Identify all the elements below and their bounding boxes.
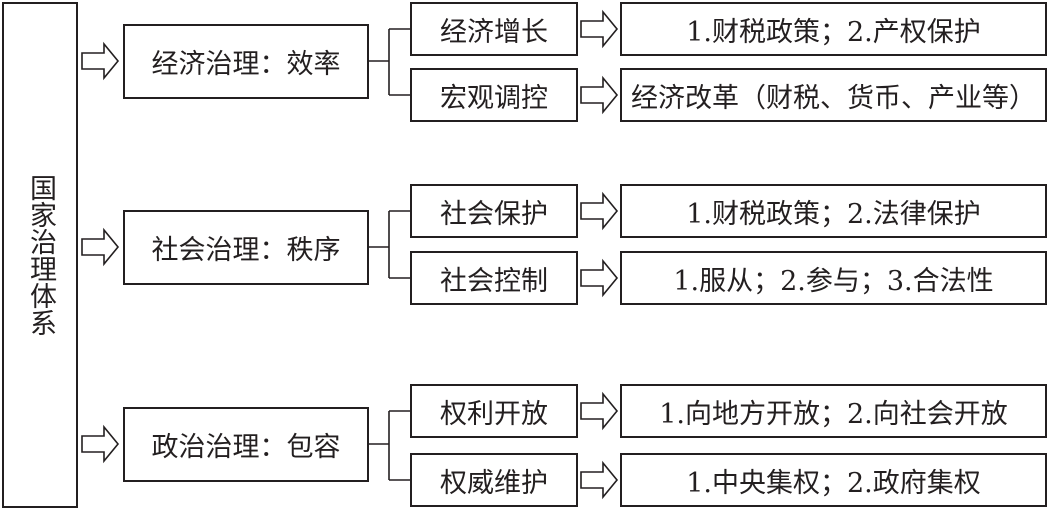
group-political-box: 政治治理：包容 [123,407,369,482]
detail-label: 1.向地方开放；2.向社会开放 [659,398,1008,430]
arrow-item-to-detail-bottom-0 [580,75,619,115]
group-label: 社会治理：秩序 [151,235,341,266]
item-authority-maintenance-box: 权威维护 [410,453,578,507]
group-social-box: 社会治理：秩序 [123,210,369,285]
detail-authority-maintenance-box: 1.中央集权；2.政府集权 [620,453,1047,507]
group-economic-box: 经济治理：效率 [123,24,369,99]
arrow-item-to-detail-bottom-2 [580,460,619,500]
item-rights-opening-box: 权利开放 [410,384,578,438]
item-label: 经济增长 [440,16,548,48]
detail-social-control-box: 1.服从；2.参与；3.合法性 [620,251,1047,305]
arrow-item-to-detail-bottom-1 [580,258,619,298]
group-label: 政治治理：包容 [151,432,341,463]
item-label: 社会保护 [440,198,548,230]
item-macro-control-box: 宏观调控 [410,68,578,122]
detail-social-protection-box: 1.财税政策；2.法律保护 [620,184,1047,238]
item-social-protection-box: 社会保护 [410,184,578,238]
arrow-item-to-detail-top-1 [580,191,619,231]
item-label: 社会控制 [440,265,548,297]
detail-label: 经济改革（财税、货币、产业等） [631,82,1036,114]
item-label: 权威维护 [440,467,548,499]
root-label: 国家治理体系 [25,174,56,336]
item-label: 宏观调控 [440,82,548,114]
group-label: 经济治理：效率 [151,49,341,80]
item-economic-growth-box: 经济增长 [410,2,578,56]
detail-label: 1.服从；2.参与；3.合法性 [673,265,994,297]
detail-economic-growth-box: 1.财税政策；2.产权保护 [620,2,1047,56]
arrow-item-to-detail-top-2 [580,391,619,431]
arrow-item-to-detail-top-0 [580,9,619,49]
arrow-root-to-group-1 [81,227,120,267]
detail-label: 1.财税政策；2.法律保护 [686,198,981,230]
detail-rights-opening-box: 1.向地方开放；2.向社会开放 [620,384,1047,438]
item-label: 权利开放 [440,398,548,430]
item-social-control-box: 社会控制 [410,251,578,305]
detail-label: 1.财税政策；2.产权保护 [686,16,981,48]
arrow-root-to-group-0 [81,41,120,81]
detail-macro-control-box: 经济改革（财税、货币、产业等） [620,68,1047,122]
root-box: 国家治理体系 [2,2,78,508]
arrow-root-to-group-2 [81,424,120,464]
detail-label: 1.中央集权；2.政府集权 [686,467,981,499]
